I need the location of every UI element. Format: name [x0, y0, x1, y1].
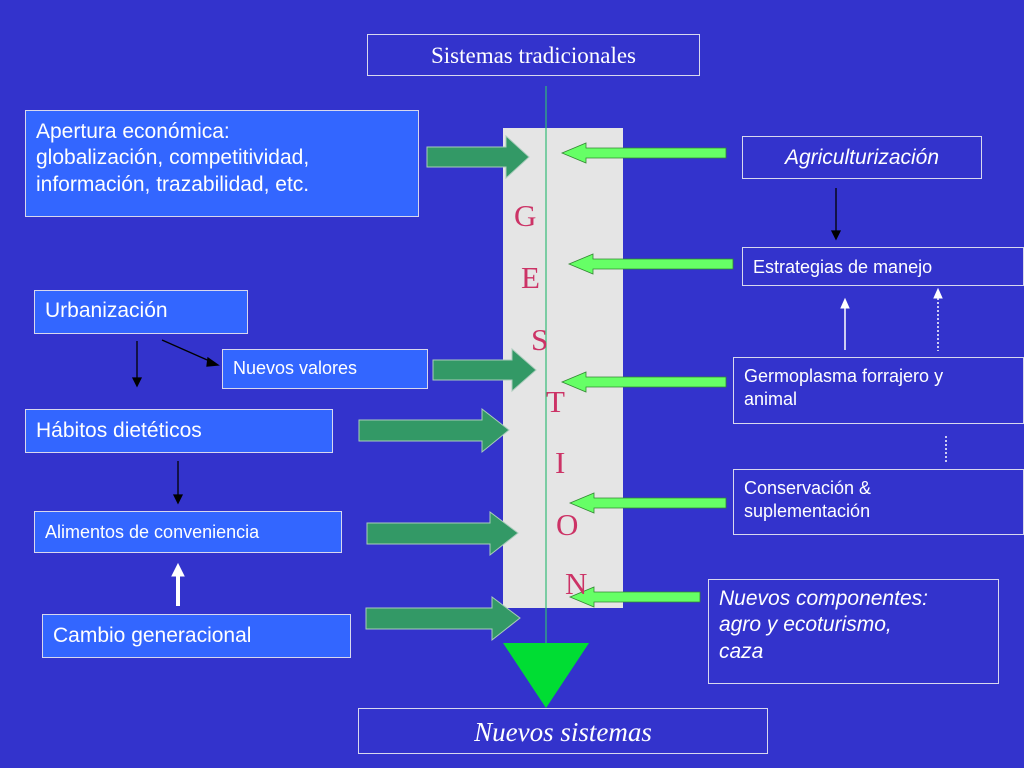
nuevos-componentes-line-1: Nuevos componentes:: [719, 587, 928, 610]
conservacion-line-2: suplementación: [744, 500, 871, 521]
cambio-generacional-box: Cambio generacional: [42, 614, 351, 658]
arrow-urbanizacion-to-valores: [161, 339, 215, 364]
arrow-cambio-right: [365, 596, 521, 642]
gestion-letter-g: G: [514, 198, 537, 233]
conservacion-box: Conservación & suplementación: [733, 469, 1024, 535]
gestion-letter-s: S: [531, 322, 549, 357]
arrow-habitos-right: [358, 407, 510, 454]
habitos-dieteticos-box: Hábitos dietéticos: [25, 409, 333, 453]
germoplasma-box: Germoplasma forrajero y animal: [733, 357, 1024, 424]
gestion-letter-o: O: [556, 507, 579, 542]
arrow-agriculturizacion-left: [560, 142, 727, 164]
nuevos-valores-box: Nuevos valores: [222, 349, 428, 389]
gestion-letter-i: I: [555, 445, 566, 480]
arrow-nuevos-valores-right: [432, 347, 537, 393]
germoplasma-line-2: animal: [744, 388, 798, 409]
alimentos-conveniencia-box: Alimentos de conveniencia: [34, 511, 342, 553]
agriculturizacion-box: Agriculturización: [742, 136, 982, 179]
arrow-germoplasma-left: [560, 371, 727, 393]
gestion-letter-t: T: [546, 384, 565, 419]
nuevos-componentes-box: Nuevos componentes: agro y ecoturismo, c…: [708, 579, 999, 684]
arrow-conservacion-left: [568, 492, 727, 514]
gestion-letter-n: N: [565, 566, 588, 601]
urbanizacion-box: Urbanización: [34, 290, 248, 334]
gestion-letter-e: E: [521, 260, 540, 295]
arrow-apertura-right: [426, 134, 530, 180]
funnel-arrow-down: [503, 643, 589, 708]
arrow-alimentos-right: [366, 511, 519, 557]
apertura-line-2: globalización, competitividad,: [36, 146, 310, 170]
estrategias-manejo-box: Estrategias de manejo: [742, 247, 1024, 286]
nuevos-sistemas-box: Nuevos sistemas: [358, 708, 768, 754]
apertura-line-3: información, trazabilidad, etc.: [36, 172, 310, 196]
apertura-economica-box: Apertura económica: globalización, compe…: [25, 110, 419, 217]
conservacion-line-1: Conservación &: [744, 478, 872, 498]
germoplasma-line-1: Germoplasma forrajero y: [744, 366, 944, 386]
sistemas-tradicionales-box: Sistemas tradicionales: [367, 34, 700, 76]
arrow-estrategias-left: [567, 253, 734, 275]
arrow-nuevos-componentes-left: [568, 586, 701, 608]
nuevos-componentes-line-3: caza: [719, 639, 764, 663]
apertura-line-1: Apertura económica:: [36, 120, 230, 143]
nuevos-componentes-line-2: agro y ecoturismo,: [719, 613, 892, 637]
